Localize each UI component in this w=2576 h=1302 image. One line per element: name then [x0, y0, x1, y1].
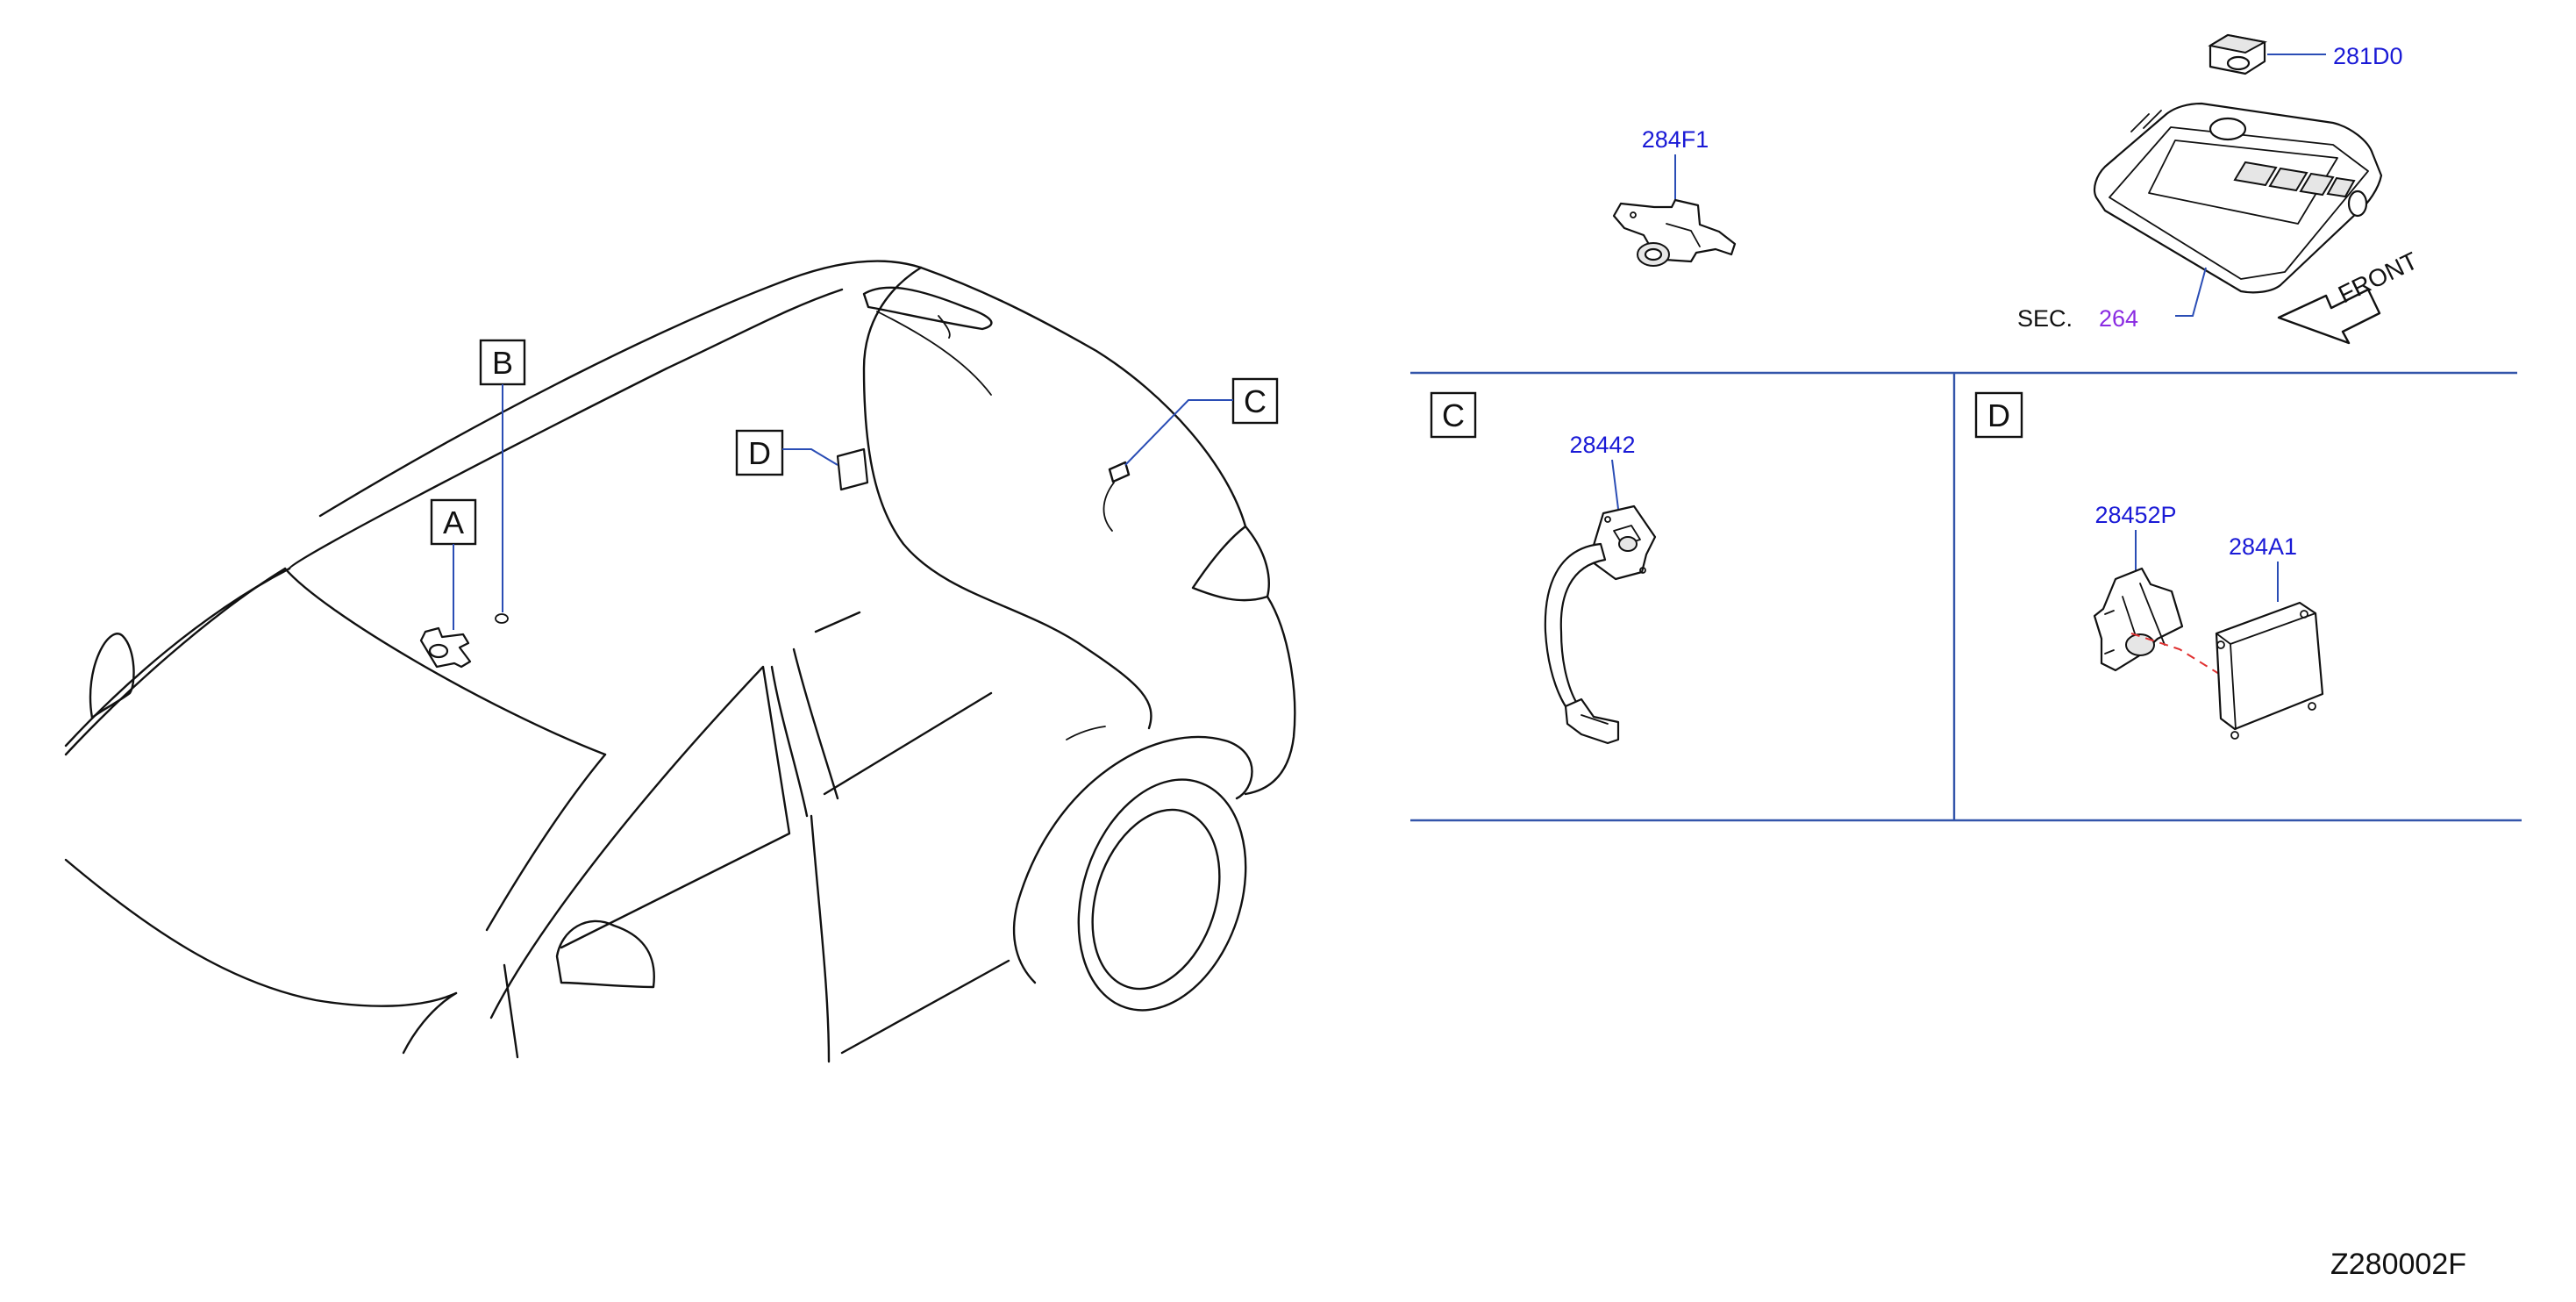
section-d-letter: D [1987, 397, 2010, 433]
overhead-console [2093, 102, 2383, 317]
section-dividers [1410, 371, 2522, 822]
part-28452p[interactable]: 28452P [2093, 502, 2184, 672]
callout-d-letter: D [748, 435, 771, 471]
part-number-28442: 28442 [1569, 432, 1635, 458]
part-number-281d0: 281D0 [2333, 43, 2403, 69]
part-number-284f1: 284F1 [1642, 126, 1709, 153]
part-number-284a1: 284A1 [2229, 533, 2297, 560]
dashed-link [2130, 633, 2220, 675]
callout-b[interactable]: B [479, 339, 526, 612]
part-number-28452p: 28452P [2094, 502, 2176, 528]
callout-a[interactable]: A [430, 498, 477, 630]
callout-b-letter: B [492, 345, 513, 381]
section-d: D [1974, 391, 2023, 439]
callout-c-letter: C [1244, 383, 1267, 419]
section-c: C [1430, 391, 1477, 439]
callout-d[interactable]: D [735, 429, 838, 476]
section-prefix: SEC. [2017, 305, 2073, 332]
section-c-letter: C [1442, 397, 1465, 433]
callout-c[interactable]: C [1124, 377, 1279, 466]
car-outline [64, 260, 1296, 1063]
front-label: FRONT [2334, 247, 2422, 308]
part-284f1[interactable]: 284F1 [1612, 126, 1737, 267]
section-number: 264 [2099, 305, 2138, 332]
front-arrow-icon [2277, 288, 2381, 345]
part-281d0[interactable]: 281D0 [2208, 33, 2403, 75]
part-284a1[interactable]: 284A1 [2215, 533, 2324, 740]
section-reference: SEC. 264 [2017, 305, 2138, 332]
callout-a-letter: A [443, 504, 464, 540]
drawing-id: Z280002F [2330, 1248, 2466, 1281]
part-28442[interactable]: 28442 [1544, 432, 1657, 745]
